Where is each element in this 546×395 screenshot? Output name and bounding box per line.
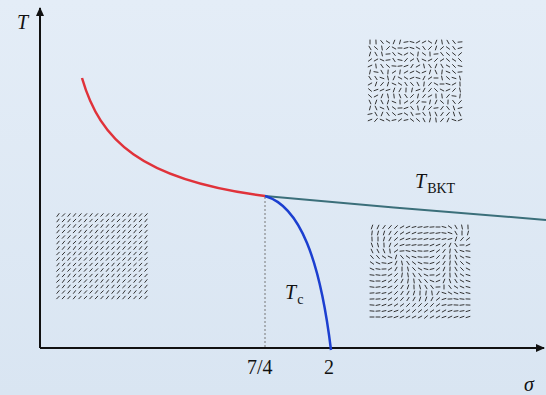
vortex-spins [370,225,471,319]
axis-label: T [285,282,296,302]
axis-label: σ [524,374,534,394]
axis-label: T [415,171,426,191]
y-axis [39,8,41,348]
subscript: c [297,293,303,307]
tc-curve [265,196,331,350]
subscript: BKT [427,182,455,196]
axis-label: 7/4 [247,357,273,377]
axis-label: 2 [324,357,334,377]
bkt-line [265,196,546,220]
dotted-guide [265,197,266,347]
red-curve [82,78,265,196]
ordered-spins [56,213,147,299]
axis-label: T [17,12,28,32]
disordered-spins [368,40,463,123]
x-axis [40,347,544,349]
